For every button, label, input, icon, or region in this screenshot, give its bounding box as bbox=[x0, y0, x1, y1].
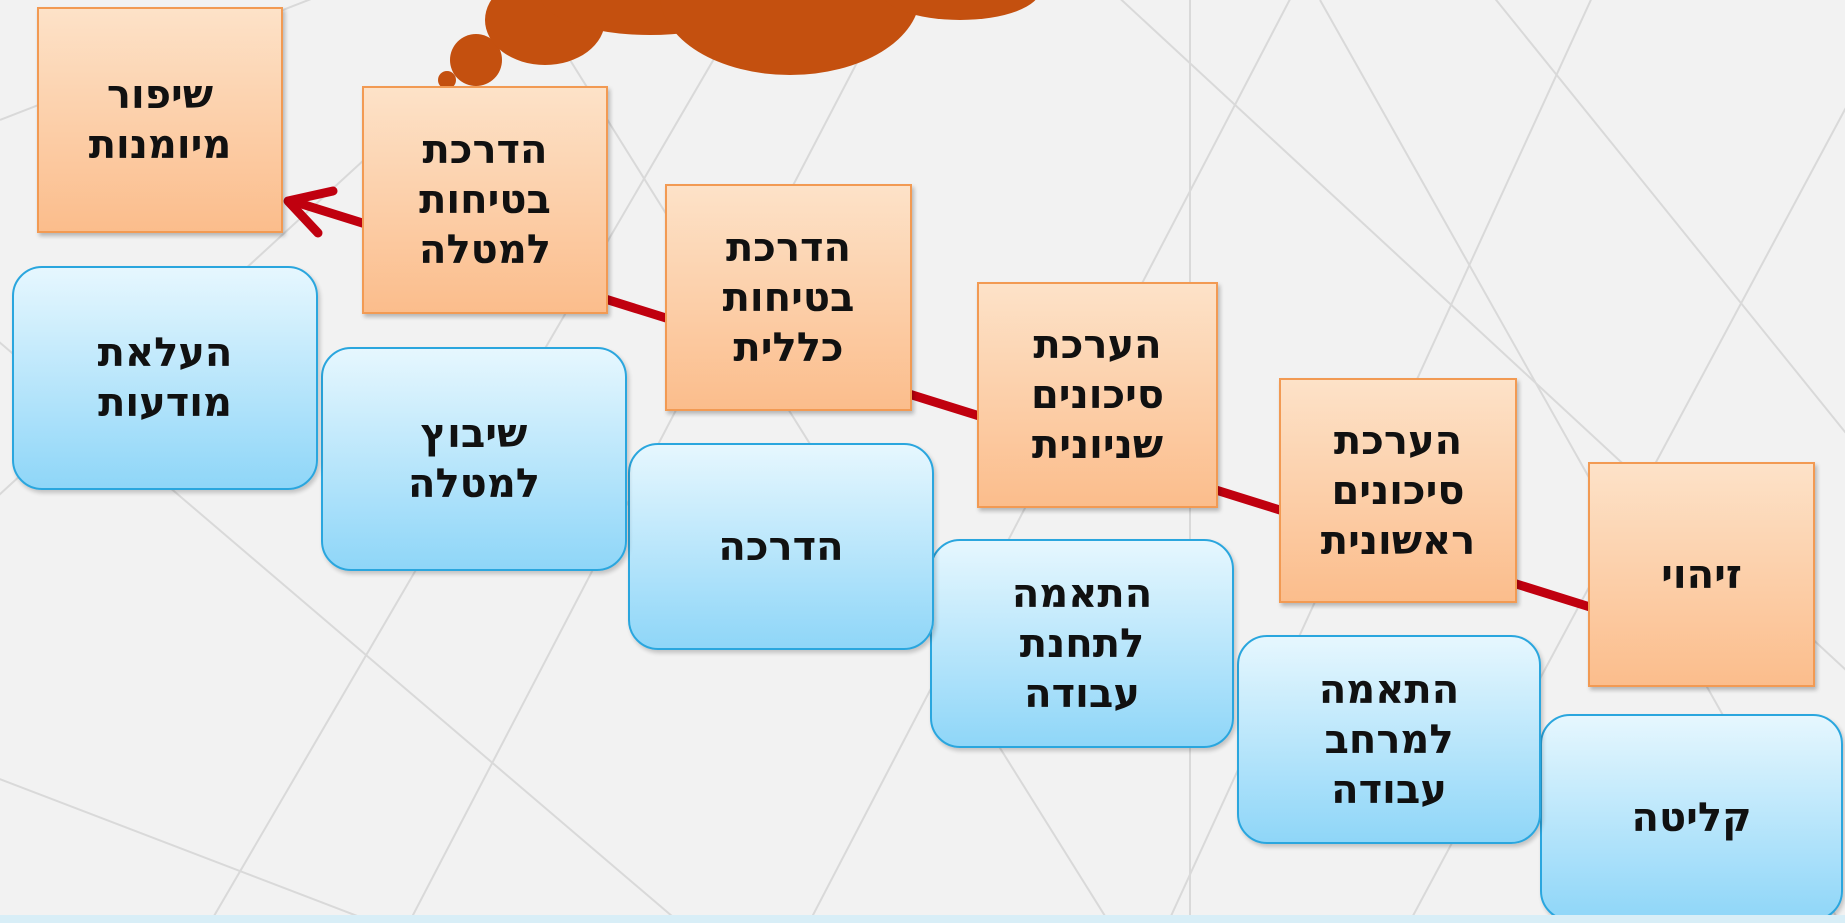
step-skill-improvement: שיפור מיומנות bbox=[37, 7, 283, 233]
step-workspace-fit: התאמה למרחב עבודה bbox=[1237, 635, 1541, 844]
step-awareness-raising: העלאת מודעות bbox=[12, 266, 318, 490]
step-workstation-fit: התאמה לתחנת עבודה bbox=[930, 539, 1234, 748]
step-training: הדרכה bbox=[628, 443, 934, 650]
step-secondary-risk-assessment: הערכת סיכונים שניונית bbox=[977, 282, 1218, 508]
step-onboarding: קליטה bbox=[1540, 714, 1843, 921]
step-task-safety-training: הדרכת בטיחות למטלה bbox=[362, 86, 608, 314]
step-initial-risk-assessment: הערכת סיכונים ראשונית bbox=[1279, 378, 1517, 603]
bottom-strip bbox=[0, 915, 1845, 923]
step-task-assignment: שיבוץ למטלה bbox=[321, 347, 627, 571]
step-general-safety-training: הדרכת בטיחות כללית bbox=[665, 184, 912, 411]
step-identification: זיהוי bbox=[1588, 462, 1815, 687]
